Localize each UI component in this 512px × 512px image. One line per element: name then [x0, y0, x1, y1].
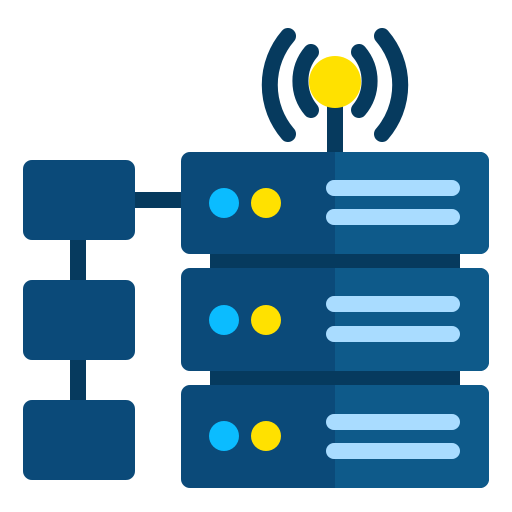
drive-slot: [326, 180, 460, 196]
led-yellow-icon: [251, 305, 281, 335]
led-yellow-icon: [251, 421, 281, 451]
antenna-mast: [327, 95, 343, 157]
network-node-bottom: [23, 400, 135, 480]
server-rack-icon: [181, 152, 489, 488]
signal-wave-left-outer: [261, 28, 296, 142]
drive-slot: [326, 443, 460, 459]
network-node-middle: [23, 280, 135, 360]
signal-wave-right-outer: [374, 28, 409, 142]
signal-wave-right-inner: [351, 44, 378, 118]
rack-spacers: [210, 250, 460, 390]
led-cyan-icon: [209, 188, 239, 218]
drive-slot: [326, 296, 460, 312]
antenna-icon: [261, 28, 409, 157]
network-node-top: [23, 160, 135, 240]
network-nodes: [23, 160, 135, 480]
server-unit-face-right: [335, 152, 489, 254]
drive-slot: [326, 326, 460, 342]
rack-spacer-upper: [210, 250, 460, 272]
led-cyan-icon: [209, 421, 239, 451]
server-unit-face-right: [335, 385, 489, 488]
server-unit-top: [181, 152, 489, 254]
drive-slot: [326, 209, 460, 225]
server-unit-middle: [181, 268, 489, 371]
server-unit-face-right: [335, 268, 489, 371]
led-cyan-icon: [209, 305, 239, 335]
server-unit-bottom: [181, 385, 489, 488]
cable-horizontal: [130, 192, 188, 208]
led-yellow-icon: [251, 188, 281, 218]
rack-spacer-lower: [210, 368, 460, 390]
antenna-beacon: [309, 56, 361, 108]
drive-slot: [326, 414, 460, 430]
signal-wave-left-inner: [292, 44, 319, 118]
